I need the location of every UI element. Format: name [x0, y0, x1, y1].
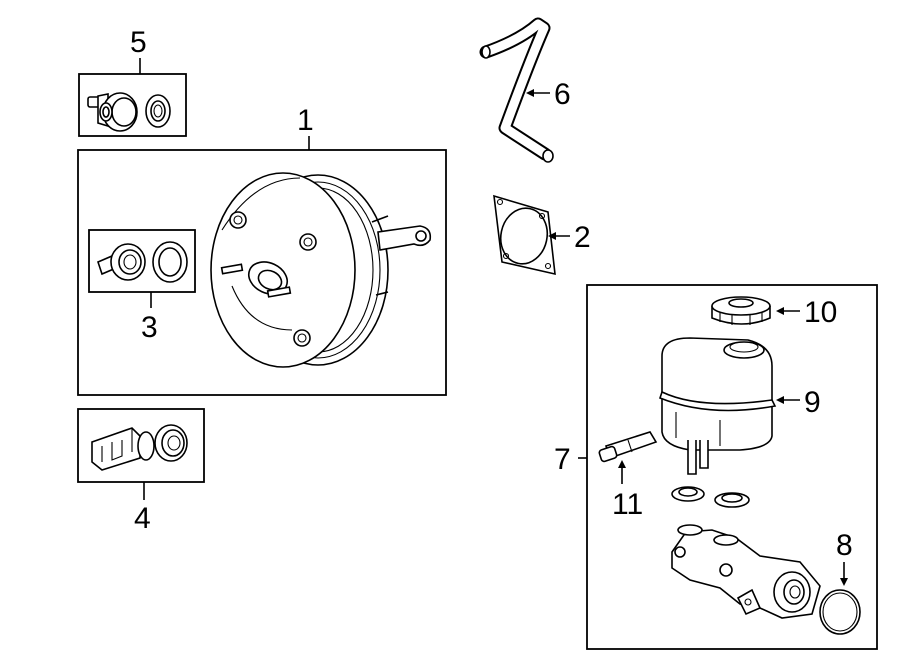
booster-gasket-icon	[493, 194, 556, 276]
callout-6: 6	[554, 78, 571, 111]
reservoir-grommet-icon	[671, 486, 750, 508]
part-7-box	[586, 284, 878, 650]
callout-1: 1	[297, 104, 314, 137]
sensor-grommet-icon	[154, 424, 188, 462]
callout-10: 10	[804, 296, 837, 329]
part-4-box	[77, 408, 205, 483]
brake-booster-icon	[210, 172, 432, 368]
vacuum-sensor-icon	[91, 427, 155, 471]
callout-5: 5	[130, 26, 147, 59]
fluid-reservoir-icon	[659, 337, 777, 475]
level-sensor-icon	[598, 431, 658, 463]
valve-fitting-icon	[97, 243, 146, 281]
callout-9: 9	[804, 386, 821, 419]
check-valve-icon	[87, 92, 138, 132]
part-3-box	[88, 229, 196, 293]
callout-11: 11	[612, 488, 643, 521]
part-3-group: 3	[88, 229, 196, 344]
part-4-group: 4	[77, 408, 205, 535]
part-6-group: 6	[479, 17, 571, 163]
callout-4: 4	[134, 502, 151, 535]
valve-grommet-icon	[145, 94, 171, 128]
callout-7: 7	[554, 443, 571, 476]
callout-2: 2	[574, 221, 591, 254]
grommet-icon	[152, 241, 188, 283]
part-5-box	[78, 73, 187, 137]
part-7-group: 7 10 9	[554, 284, 878, 650]
reservoir-cap-icon	[711, 296, 771, 325]
o-ring-icon	[819, 589, 861, 635]
callout-8: 8	[836, 529, 853, 562]
part-1-group: 1	[77, 104, 447, 396]
vacuum-hose-icon	[479, 17, 554, 163]
master-cylinder-icon	[671, 524, 821, 619]
part-5-group: 5	[78, 26, 187, 137]
part-2-group: 2	[493, 194, 591, 276]
callout-3: 3	[141, 311, 158, 344]
part-1-box	[77, 149, 447, 396]
